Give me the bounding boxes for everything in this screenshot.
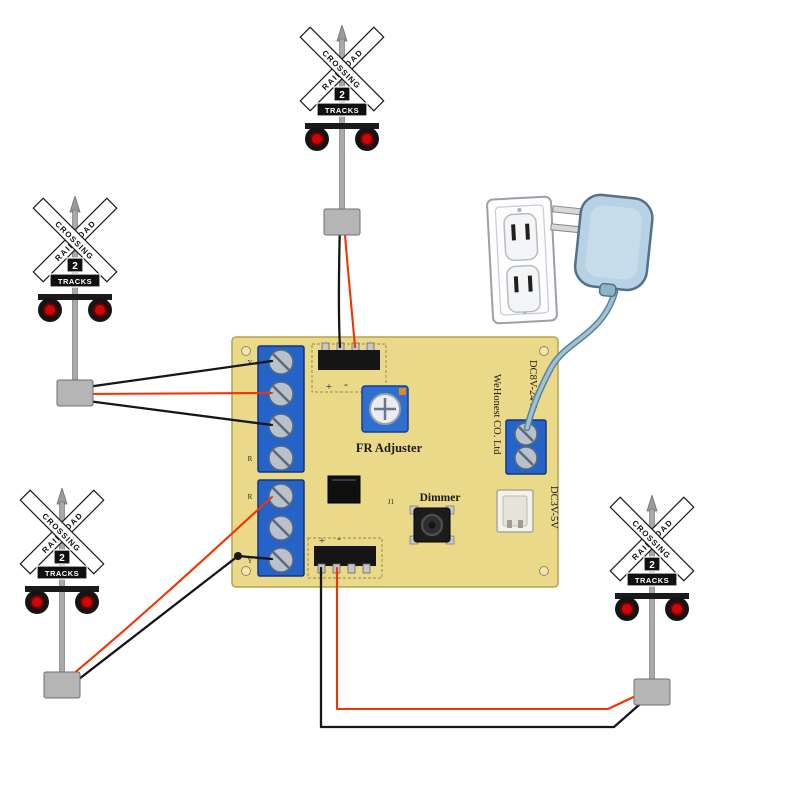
terminal-screws bbox=[268, 349, 294, 471]
wire-black-bottom-right-signal bbox=[319, 566, 650, 729]
outlet-socket-bottom bbox=[506, 264, 541, 314]
silkscreen-outline bbox=[311, 343, 387, 393]
screw-slot bbox=[272, 551, 290, 569]
pcb bbox=[231, 336, 559, 588]
power-cable bbox=[525, 290, 617, 430]
left-terminal-block-lower bbox=[257, 479, 305, 577]
top-header-plus: + bbox=[326, 381, 332, 393]
adapter-face bbox=[585, 205, 643, 280]
crossing-signal-bottom-left bbox=[19, 488, 105, 699]
silkscreen-outline bbox=[307, 537, 383, 579]
dimmer-label: Dimmer bbox=[420, 492, 461, 504]
socket-slot bbox=[525, 223, 530, 240]
ac-adapter bbox=[550, 193, 654, 298]
button-cap-center bbox=[428, 521, 436, 529]
fr-adjuster-label: FR Adjuster bbox=[356, 441, 423, 455]
jst-pin bbox=[507, 520, 512, 528]
brand-label: WeHonest CO. Ltd bbox=[491, 374, 502, 455]
terminal-label-y2: Y bbox=[247, 557, 252, 565]
controller-board: Y R R Y + - FR Adjuster bbox=[231, 336, 559, 588]
socket-slot bbox=[527, 275, 533, 292]
dimmer-button bbox=[409, 505, 455, 545]
wire-red-left-signal bbox=[78, 391, 274, 396]
power-terminal-block bbox=[505, 419, 547, 475]
crossing-signal-top bbox=[299, 25, 385, 236]
outlet-socket-top bbox=[503, 212, 539, 262]
mounting-hole bbox=[241, 566, 251, 576]
wire-red-bottom-left-signal bbox=[64, 495, 274, 682]
screw-slot bbox=[272, 487, 290, 505]
screw-slot bbox=[272, 417, 290, 435]
j1-label: J1 bbox=[388, 498, 395, 506]
wiring bbox=[64, 220, 650, 729]
crossing-signal-bottom-right bbox=[609, 495, 695, 706]
wire-black-left-signal-2 bbox=[78, 398, 274, 427]
screw-slot bbox=[272, 353, 290, 371]
left-terminal-block-upper bbox=[257, 345, 305, 473]
bottom-header-plus: + bbox=[319, 535, 325, 547]
mounting-hole bbox=[539, 346, 549, 356]
jst-slot bbox=[502, 495, 528, 527]
screw-slot bbox=[272, 449, 290, 467]
header-pin bbox=[362, 563, 371, 574]
screw-slot bbox=[272, 385, 290, 403]
wire-red-bottom-right-signal bbox=[335, 566, 646, 711]
screw-slot bbox=[518, 426, 534, 442]
dc-input-high-label: DC8V-24V bbox=[527, 360, 538, 408]
terminal-body bbox=[257, 345, 305, 473]
socket-face bbox=[506, 264, 541, 314]
wire-junction-dot bbox=[234, 552, 242, 560]
screw-slot bbox=[518, 450, 534, 466]
jst-pin bbox=[518, 520, 523, 528]
mounting-hole bbox=[539, 566, 549, 576]
wire-black-top-signal bbox=[337, 220, 342, 349]
top-header-minus: - bbox=[344, 377, 348, 391]
socket-slot bbox=[513, 276, 519, 293]
jumper-block bbox=[327, 475, 361, 504]
mounting-hole bbox=[241, 346, 251, 356]
dc-input-low-label: DC3V-5V bbox=[548, 486, 559, 529]
terminal-label-r1: R bbox=[248, 455, 253, 463]
wire-red-top-signal bbox=[342, 220, 357, 349]
outlet-screw bbox=[517, 207, 522, 213]
header-body bbox=[318, 350, 380, 370]
screw-slot bbox=[272, 519, 290, 537]
header-pin bbox=[347, 563, 356, 574]
socket-face bbox=[503, 212, 539, 262]
socket-slot bbox=[511, 224, 516, 241]
crossing-signal-left bbox=[32, 196, 118, 407]
wire-black-left-signal-1 bbox=[78, 359, 274, 390]
header-body bbox=[314, 546, 376, 566]
bottom-header-minus: - bbox=[337, 531, 341, 545]
jst-connector bbox=[496, 489, 534, 533]
pot-corner-mark bbox=[399, 388, 406, 395]
adapter-strain-relief bbox=[598, 282, 617, 298]
terminal-label-r2: R bbox=[248, 493, 253, 501]
fr-adjuster-potentiometer bbox=[361, 385, 409, 433]
wall-outlet bbox=[486, 195, 558, 325]
